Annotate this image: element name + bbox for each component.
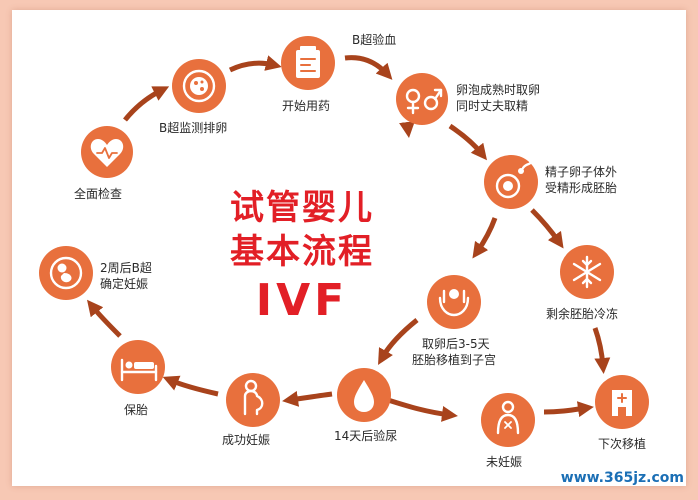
node-fetus	[39, 246, 93, 300]
label-retrieval-2: 同时丈夫取精	[456, 99, 529, 113]
snowflake-icon	[572, 255, 602, 289]
pregnant-icon	[243, 379, 264, 416]
node-notpregnant	[481, 393, 535, 447]
label-retrieval-1: 卵泡成熟时取卵	[456, 83, 541, 97]
not-pregnant-icon	[496, 400, 520, 435]
arrow-fertilization-to-transfer	[472, 217, 498, 259]
diagram-canvas: 试管婴儿 基本流程 IVF 全面检查 B超监测排卵 开始用药 B超验血 卵泡成熟…	[12, 10, 686, 486]
arrow-freeze-to-next	[592, 327, 611, 374]
title-ivf: IVF	[255, 275, 349, 326]
label-monitor: B超监测排卵	[159, 121, 228, 135]
node-retrieval	[396, 73, 448, 125]
fetus-icon	[49, 256, 83, 290]
diagram-title: 试管婴儿 基本流程	[212, 186, 392, 274]
label-notpregnant: 未妊娠	[486, 455, 523, 469]
label-bed: 保胎	[124, 403, 149, 417]
label-blood: B超验血	[352, 33, 397, 47]
heart-icon	[90, 139, 124, 167]
hands-icon	[438, 289, 470, 317]
label-fertilization-2: 受精形成胚胎	[545, 181, 618, 195]
label-transfer-1: 取卵后3-5天	[422, 337, 490, 351]
arrow-test-to-notpregnant	[387, 397, 458, 422]
label-freeze: 剩余胚胎冷冻	[546, 307, 619, 321]
arrow-check-to-monitor	[123, 86, 170, 122]
drop-icon	[354, 380, 374, 412]
arrow-transfer-to-test	[378, 318, 419, 365]
label-fetus-1: 2周后B超	[100, 261, 152, 275]
arrow-retrieval-to-fertilization	[448, 123, 487, 161]
arrow-monitor-to-medicine	[228, 55, 282, 73]
arrow-medicine-to-blood	[344, 55, 393, 80]
watermark: www.365jz.com	[560, 470, 684, 486]
node-pregnant	[226, 373, 280, 427]
fertilization-icon	[495, 158, 532, 199]
label-transfer-2: 胚胎移植到子宫	[412, 353, 497, 367]
label-next: 下次移植	[598, 437, 647, 451]
flow-diagram	[39, 36, 649, 447]
label-test: 14天后验尿	[334, 429, 398, 443]
gender-icon	[405, 88, 443, 115]
arrow-bed-to-fetus	[87, 299, 122, 338]
label-fertilization-1: 精子卵子体外	[545, 165, 618, 179]
label-check: 全面检查	[74, 187, 123, 201]
arrow-pregnant-to-bed	[162, 375, 219, 397]
label-medicine: 开始用药	[282, 99, 331, 113]
medicine-icon	[296, 46, 320, 78]
hospital-icon	[612, 390, 632, 416]
flow-arrows	[87, 55, 611, 422]
title-line-2: 基本流程	[230, 232, 374, 272]
arrow-test-to-pregnant	[282, 390, 333, 407]
title-line-1: 试管婴儿	[230, 188, 374, 228]
node-transfer	[427, 275, 481, 329]
bed-icon	[120, 358, 158, 382]
label-fetus-2: 确定妊娠	[100, 277, 149, 291]
arrow-notpregnant-to-next	[543, 401, 594, 418]
ovum-icon	[182, 69, 216, 103]
label-pregnant: 成功妊娠	[222, 433, 271, 447]
arrow-fertilization-to-freeze	[530, 208, 564, 249]
step-nodes	[39, 36, 649, 447]
